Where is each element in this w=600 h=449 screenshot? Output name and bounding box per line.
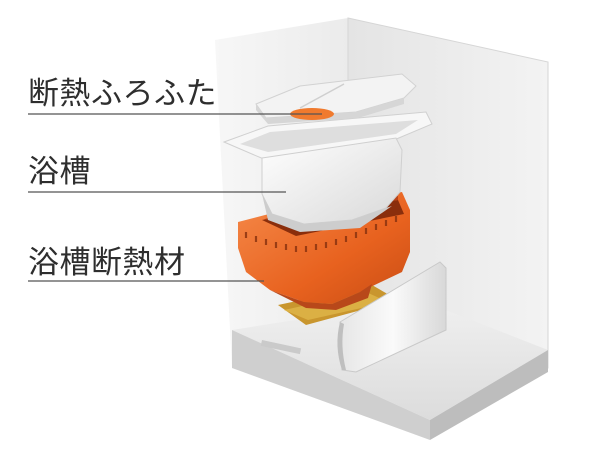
insulated-lid [255,73,417,124]
bathtub [222,111,433,232]
front-apron [337,261,447,373]
callout-insulation-label: 浴槽断熱材 [28,245,186,281]
callout-lid-label: 断熱ふろふた [28,76,217,112]
callout-tub-label: 浴槽 [28,154,91,190]
floor-pan [232,300,548,440]
